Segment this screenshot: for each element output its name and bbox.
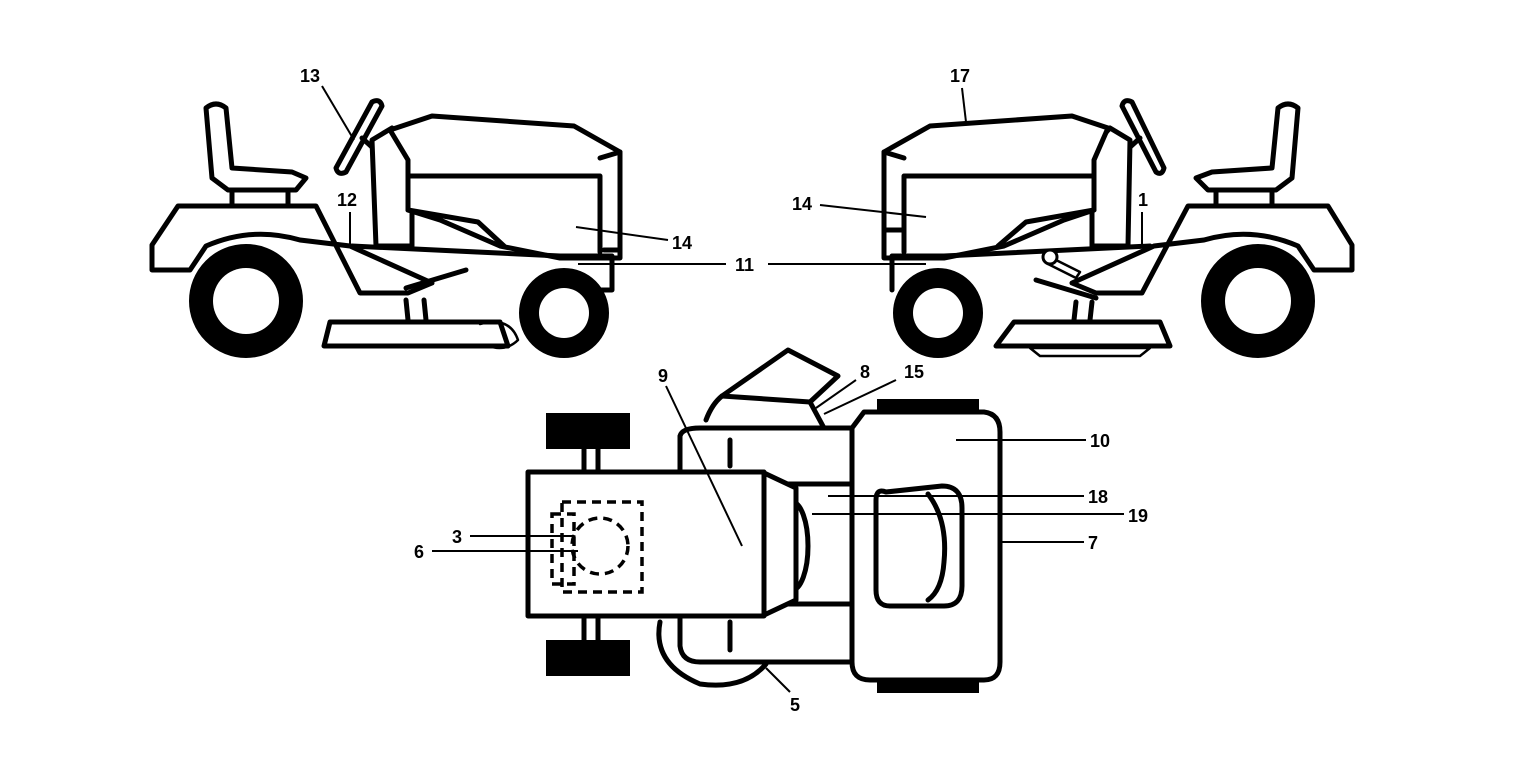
grille-right xyxy=(881,149,907,233)
engine-outline-dashed xyxy=(560,500,644,594)
callout-3: 3 xyxy=(452,527,462,547)
discharge-chute-top xyxy=(719,347,841,405)
deck-edge-lower xyxy=(656,619,769,688)
callout-numbers: 13 12 14 11 17 14 1 9 8 15 10 18 19 7 3 … xyxy=(300,66,1148,715)
rear-fender-right xyxy=(1069,203,1355,296)
left-side-view-tractor xyxy=(149,98,623,358)
callout-9: 9 xyxy=(658,366,668,386)
steering-wheel-right xyxy=(1119,98,1167,176)
leader-8 xyxy=(815,379,857,409)
hood-right xyxy=(881,113,1111,261)
seat-right xyxy=(1193,101,1301,193)
callout-17: 17 xyxy=(950,66,970,86)
hood-side-line-right xyxy=(995,207,1097,249)
mower-deck-right xyxy=(993,319,1173,349)
callout-10: 10 xyxy=(1090,431,1110,451)
leader-13 xyxy=(321,85,355,141)
rear-fender-left xyxy=(149,203,435,296)
footrest-right xyxy=(1033,277,1099,301)
seat-left xyxy=(203,101,309,193)
hood-line-left xyxy=(407,173,603,255)
leader-9 xyxy=(665,385,743,547)
steering-wheel-left xyxy=(333,98,385,176)
hood-left xyxy=(387,113,623,261)
hood-line-right xyxy=(901,173,1095,255)
callout-11: 11 xyxy=(735,255,754,275)
seat-top xyxy=(873,483,965,609)
callout-12: 12 xyxy=(337,190,357,210)
front-hub-right xyxy=(913,288,963,338)
callout-7: 7 xyxy=(1088,533,1098,553)
hood-taper-top xyxy=(759,469,799,619)
hood-top xyxy=(525,469,767,619)
callout-18: 18 xyxy=(1088,487,1108,507)
front-hub-left xyxy=(539,288,589,338)
deck-hanger-right xyxy=(1071,299,1095,323)
rear-hub-left xyxy=(213,268,279,334)
chute-outline-top xyxy=(703,393,827,431)
hood-side-line-left xyxy=(405,207,507,249)
right-side-view-tractor xyxy=(881,98,1355,358)
front-wheel-top-lower xyxy=(546,640,630,676)
leader-17 xyxy=(961,87,967,123)
top-view-tractor xyxy=(525,347,1003,693)
callout-6: 6 xyxy=(414,542,424,562)
leader-14-left xyxy=(575,226,669,241)
rear-hub-right xyxy=(1225,268,1291,334)
mower-deck-left xyxy=(321,319,511,349)
leader-15 xyxy=(823,379,897,415)
deck-chute-left xyxy=(478,320,520,350)
leader-14-right xyxy=(819,204,927,218)
lever-knob-right xyxy=(1041,248,1059,266)
leader-lines xyxy=(321,85,1143,693)
air-filter-dashed xyxy=(570,516,630,576)
callout-1: 1 xyxy=(1138,190,1148,210)
deck-plate-right xyxy=(1028,346,1152,358)
callout-5: 5 xyxy=(790,695,800,715)
callout-14-left: 14 xyxy=(672,233,692,253)
seat-back-top xyxy=(925,491,948,603)
callout-13: 13 xyxy=(300,66,320,86)
front-wheel-top-upper xyxy=(546,413,630,449)
deck-hanger-left xyxy=(403,297,429,323)
leader-5 xyxy=(765,667,791,693)
footrest-left xyxy=(403,267,469,291)
callout-8: 8 xyxy=(860,362,870,382)
callout-19: 19 xyxy=(1128,506,1148,526)
grille-left xyxy=(597,149,623,253)
callout-15: 15 xyxy=(904,362,924,382)
callout-14-right: 14 xyxy=(792,194,812,214)
